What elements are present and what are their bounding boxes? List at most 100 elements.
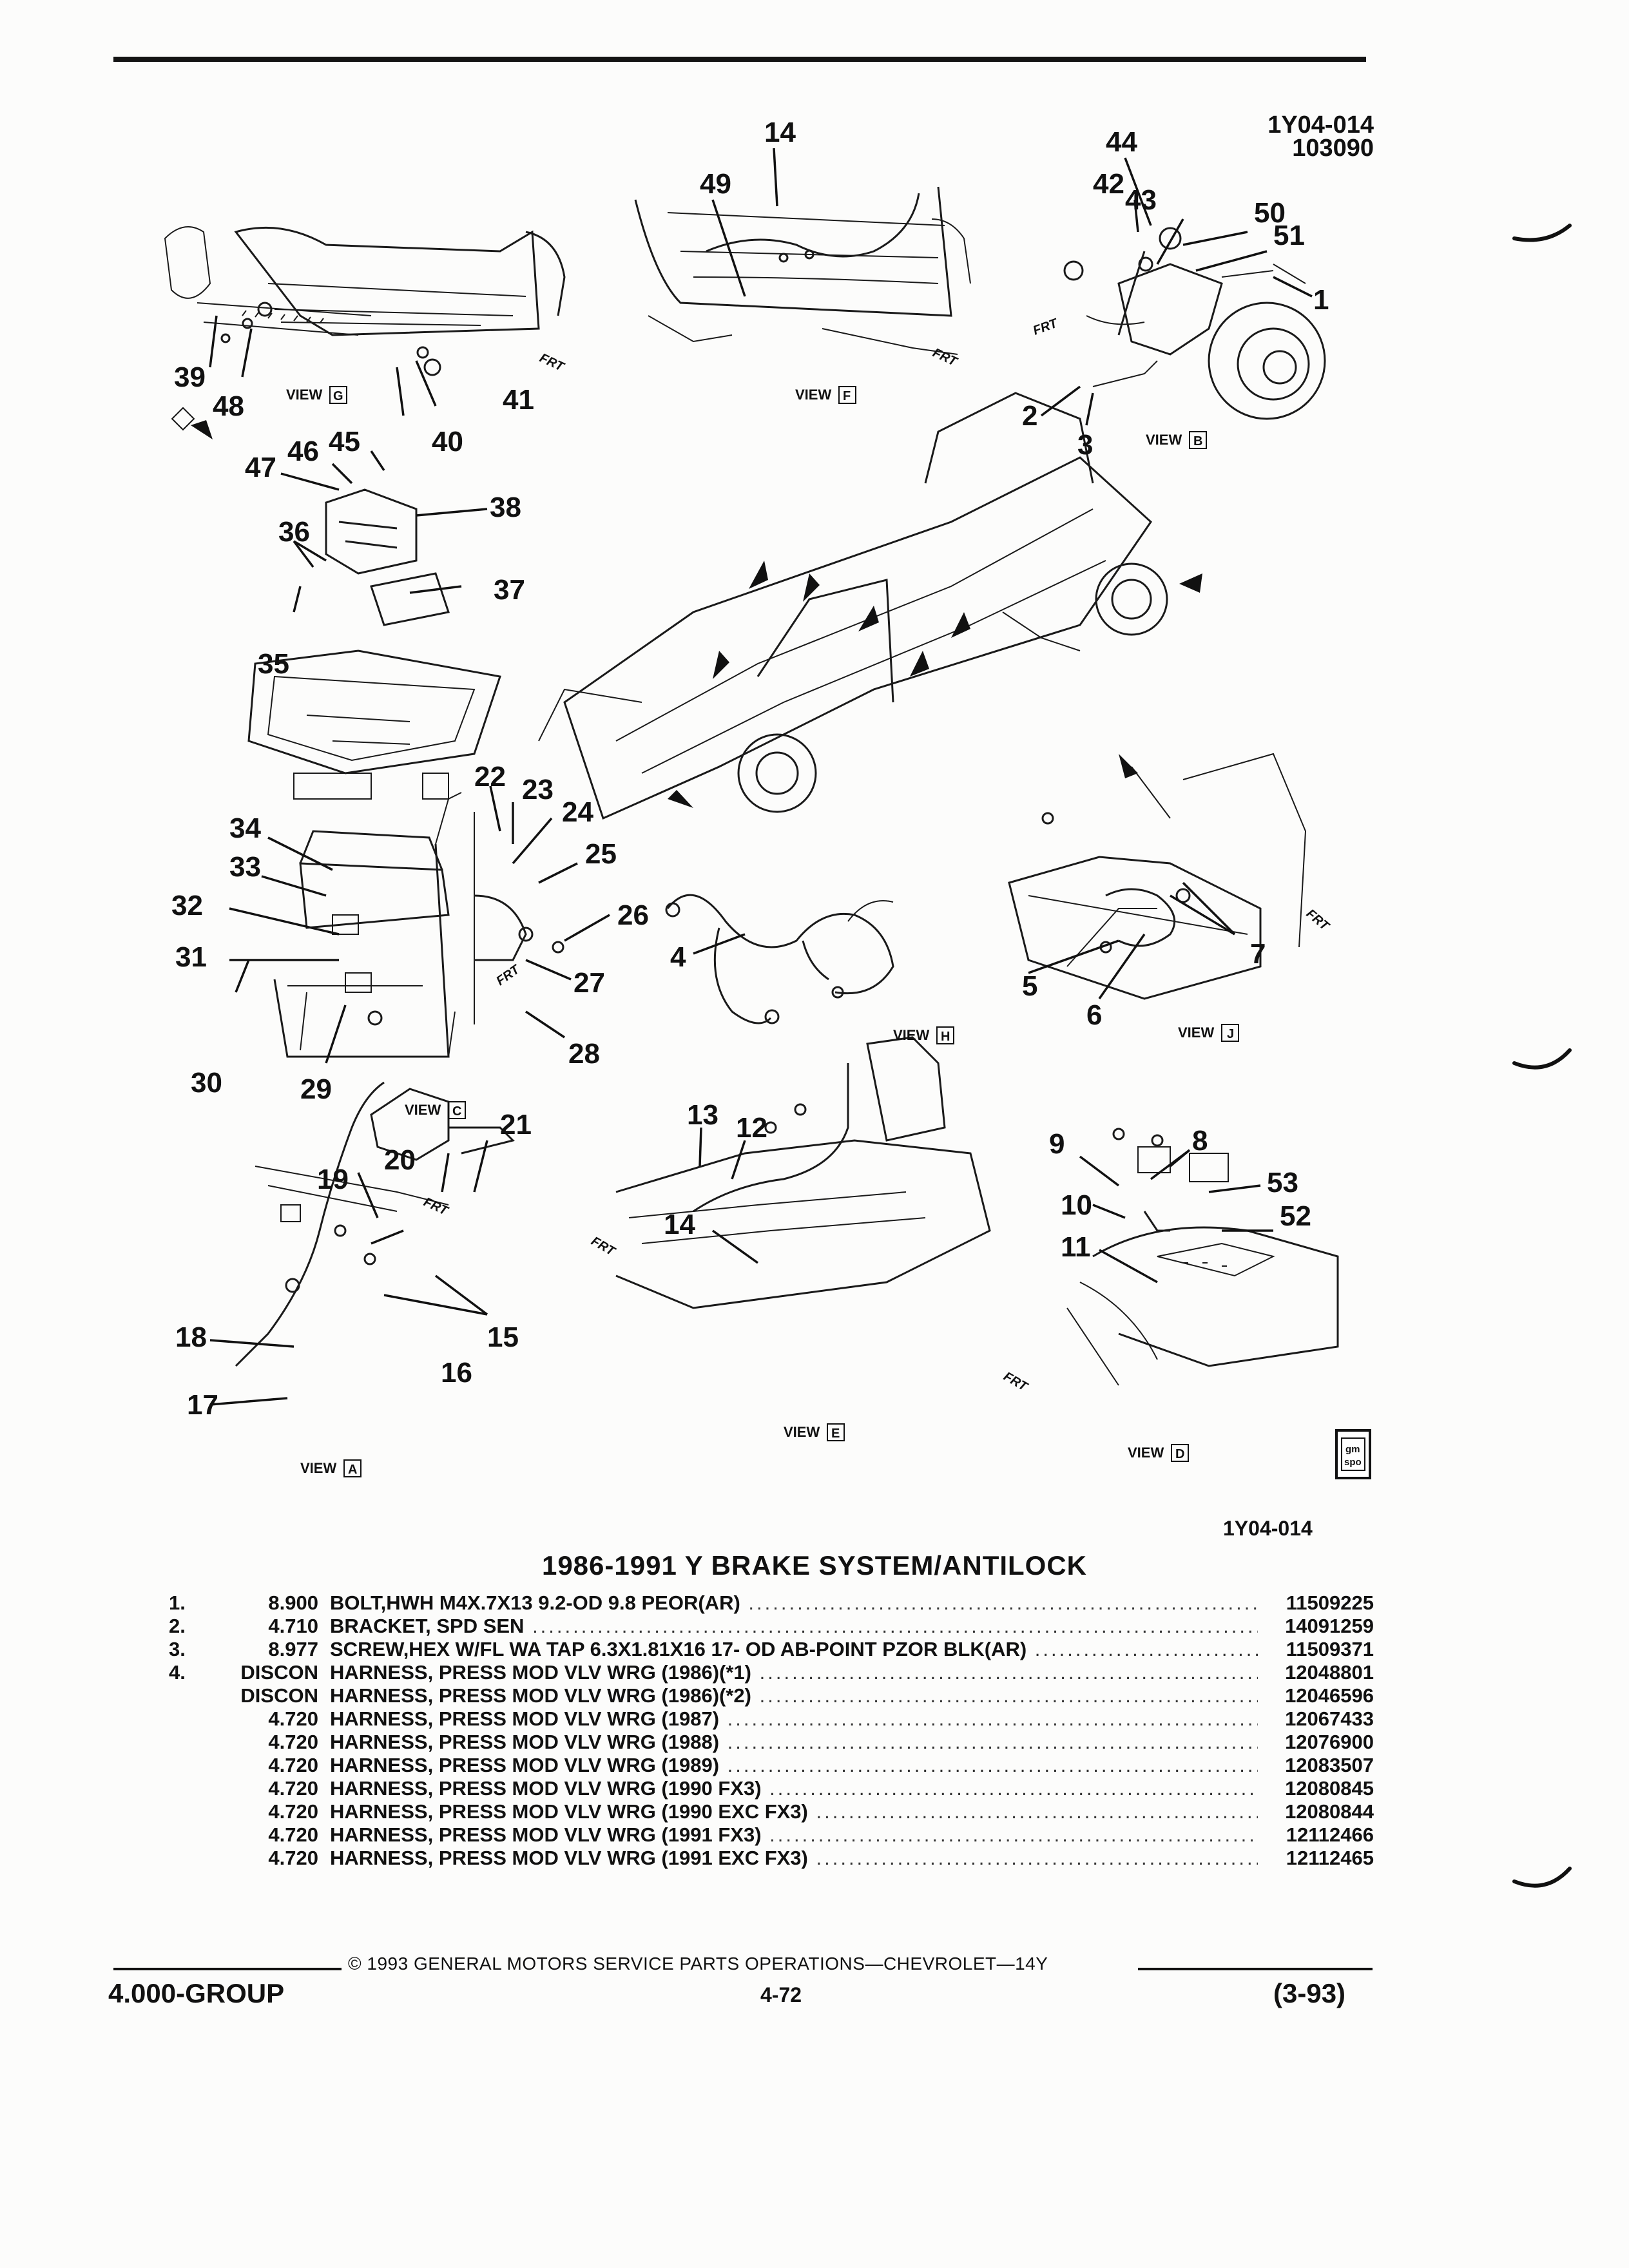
svg-text:25: 25: [585, 838, 617, 870]
view-label-text: VIEW: [286, 387, 322, 403]
svg-text:42: 42: [1093, 168, 1124, 200]
svg-text:6: 6: [1086, 999, 1102, 1031]
view-label-a: VIEW A: [300, 1459, 361, 1477]
item-description: HARNESS, PRESS MOD VLV WRG (1988) ......…: [330, 1731, 1258, 1754]
svg-text:8: 8: [1192, 1125, 1208, 1157]
svg-text:A: A: [348, 1463, 357, 1477]
svg-text:H: H: [941, 1030, 950, 1044]
item-description: HARNESS, PRESS MOD VLV WRG (1987) ......…: [330, 1707, 1258, 1731]
svg-text:FRT: FRT: [421, 1195, 451, 1219]
item-description: SCREW,HEX W/FL WA TAP 6.3X1.81X16 17- OD…: [330, 1638, 1258, 1661]
item-description: HARNESS, PRESS MOD VLV WRG (1990 FX3) ..…: [330, 1777, 1258, 1800]
svg-text:48: 48: [213, 390, 244, 422]
item-number: 4.: [169, 1661, 186, 1684]
svg-text:45: 45: [329, 426, 360, 457]
frt-arrow-labels: FRT FRT FRT FRT FRT FRT FRT FRT: [421, 316, 1333, 1394]
view-label-g: VIEW G: [286, 386, 347, 404]
svg-text:36: 36: [278, 516, 310, 548]
svg-text:J: J: [1227, 1027, 1234, 1041]
exploded-parts-illustration: VIEW G VIEW F VIEW B VIEW C VIEW H VIEW …: [164, 122, 1371, 1479]
svg-text:G: G: [333, 389, 343, 403]
svg-text:46: 46: [287, 436, 319, 467]
svg-text:47: 47: [245, 452, 276, 483]
illustration-footer-code: 1Y04-014: [1223, 1517, 1313, 1540]
svg-text:28: 28: [568, 1038, 600, 1070]
svg-text:44: 44: [1106, 126, 1137, 158]
svg-text:VIEW: VIEW: [795, 387, 831, 403]
svg-text:9: 9: [1049, 1128, 1065, 1160]
leader-dots: ........................................…: [532, 1615, 1258, 1637]
svg-text:16: 16: [441, 1357, 472, 1389]
view-label-j: VIEW J: [1178, 1024, 1239, 1042]
item-group-code: 4.720: [268, 1823, 318, 1846]
svg-text:D: D: [1175, 1447, 1184, 1461]
view-label-c: VIEW C: [405, 1101, 466, 1119]
svg-text:FRT: FRT: [494, 962, 523, 988]
item-description: HARNESS, PRESS MOD VLV WRG (1989) ......…: [330, 1754, 1258, 1777]
top-rule: [113, 57, 1366, 62]
item-name: HARNESS: [330, 1847, 428, 1869]
parts-row: 4.720 HARNESS, PRESS MOD VLV WRG (1989) .…: [169, 1754, 1374, 1777]
view-label-e: VIEW E: [784, 1423, 845, 1441]
leader-dots: ........................................…: [727, 1754, 1258, 1776]
item-name: HARNESS: [330, 1800, 428, 1823]
illustration-code: 1Y04-014: [1268, 111, 1374, 139]
svg-text:1: 1: [1313, 284, 1329, 316]
footer-rule-left: [113, 1968, 342, 1970]
item-detail: , PRESS MOD VLV WRG (1986)(*1): [427, 1661, 751, 1684]
item-part-number: 12046596: [1285, 1684, 1374, 1707]
item-group-code: 4.720: [268, 1731, 318, 1753]
svg-text:14: 14: [664, 1209, 695, 1240]
svg-text:22: 22: [474, 761, 506, 793]
item-number: 3.: [169, 1638, 186, 1660]
footer-rule-right: [1138, 1968, 1373, 1970]
svg-text:23: 23: [522, 774, 554, 805]
item-detail: ,HEX W/FL WA TAP 6.3X1.81X16 17- OD AB-P…: [403, 1638, 1027, 1660]
svg-text:E: E: [831, 1427, 840, 1441]
section-title: 1986-1991 Y BRAKE SYSTEM/ANTILOCK: [541, 1550, 1088, 1581]
svg-text:17: 17: [187, 1389, 218, 1421]
item-group-code: 4.720: [268, 1754, 318, 1776]
copyright-notice: © 1993 GENERAL MOTORS SERVICE PARTS OPER…: [348, 1954, 1048, 1974]
item-description: BOLT,HWH M4X.7X13 9.2-OD 9.8 PEOR(AR) ..…: [330, 1591, 1258, 1615]
svg-text:50: 50: [1254, 197, 1286, 229]
item-part-number: 11509371: [1286, 1638, 1374, 1660]
svg-text:VIEW: VIEW: [405, 1102, 441, 1118]
svg-text:VIEW: VIEW: [893, 1027, 929, 1043]
svg-text:43: 43: [1125, 184, 1157, 216]
leader-dots: ........................................…: [1034, 1638, 1258, 1660]
svg-text:10: 10: [1061, 1189, 1092, 1221]
item-detail: , PRESS MOD VLV WRG (1990 FX3): [427, 1777, 762, 1800]
item-detail: , SPD SEN: [425, 1615, 525, 1637]
svg-text:VIEW: VIEW: [1146, 432, 1182, 448]
svg-text:24: 24: [562, 796, 593, 828]
gm-spo-logo: gm spo: [1335, 1429, 1371, 1479]
page-number: 4-72: [760, 1983, 802, 2006]
svg-text:51: 51: [1273, 220, 1305, 251]
item-description: HARNESS, PRESS MOD VLV WRG (1990 EXC FX3…: [330, 1800, 1258, 1823]
item-part-number: 12080845: [1285, 1777, 1374, 1800]
view-f-harness-routing: [634, 186, 971, 355]
svg-text:29: 29: [300, 1073, 332, 1105]
leader-dots: ........................................…: [769, 1777, 1258, 1800]
leader-dots: ........................................…: [759, 1661, 1258, 1684]
svg-text:F: F: [843, 389, 851, 403]
binder-margin-marks: [1512, 224, 1572, 1888]
svg-text:19: 19: [317, 1164, 349, 1195]
item-detail: , PRESS MOD VLV WRG (1988): [427, 1731, 720, 1753]
svg-text:VIEW: VIEW: [1128, 1445, 1164, 1461]
svg-text:VIEW: VIEW: [300, 1460, 336, 1476]
svg-text:FRT: FRT: [1031, 316, 1060, 338]
item-group-code: 4.710: [268, 1615, 318, 1637]
svg-text:3: 3: [1077, 429, 1093, 461]
view-h-harness: [665, 894, 894, 1024]
svg-text:18: 18: [175, 1321, 207, 1353]
